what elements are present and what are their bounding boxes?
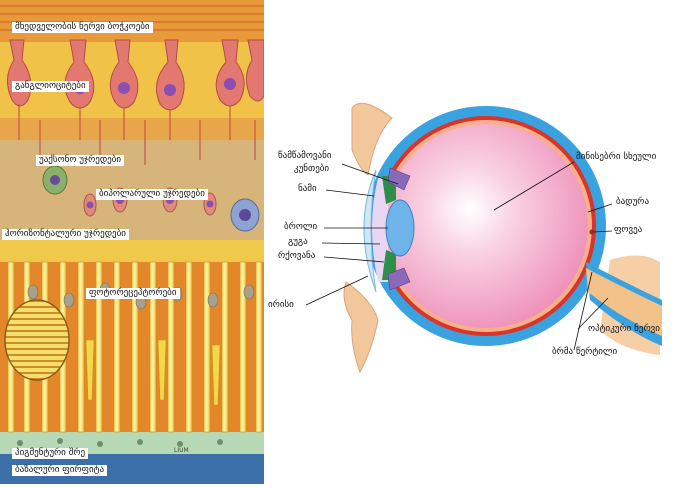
- lower-eyelid: [343, 281, 379, 374]
- label-amacrine-cells: უაქსონო უჯრედები: [36, 155, 125, 166]
- eyeball-diagram: წამწამოვანი კუნთები ნამი ბროლი გუგა რქოვ…: [264, 0, 680, 484]
- label-vitreous: მინისებრი სხეული: [576, 152, 657, 162]
- label-pupil: ბროლი: [284, 222, 318, 232]
- ganglion-cell: [155, 39, 185, 111]
- label-leader-lines: [305, 161, 613, 351]
- optic-nerve: [586, 268, 662, 336]
- cone-magnified-inset: [4, 299, 70, 381]
- upper-eyelid: [351, 102, 393, 176]
- retina-illustration: LIUM მხედველობის ნერვი ბოჭკოები განგლიოც…: [0, 0, 265, 484]
- leader-retina: [587, 203, 613, 213]
- label-retina: ბადურა: [616, 197, 650, 207]
- nerve-fiber-layer: [0, 0, 264, 42]
- leader-vitreous: [493, 161, 575, 211]
- label-ganglion-cells: განგლიოციტები: [12, 81, 89, 92]
- eye-drawing: [343, 102, 662, 374]
- retina-drawing: LIUM: [0, 0, 265, 484]
- leader-iris-colored: [323, 256, 385, 263]
- label-pigment-layer: პიგმენტური შრე: [12, 448, 89, 459]
- dendrite-strands: [18, 104, 256, 165]
- label-photoreceptors: ფოტორეცეპტორები: [86, 288, 180, 299]
- label-ciliary-line1: წამწამოვანი: [278, 151, 332, 161]
- leader-iris: [305, 275, 369, 306]
- label-iris: ირისი: [268, 300, 294, 310]
- inner-plexiform: [0, 118, 264, 140]
- leader-optic-nerve: [577, 297, 609, 330]
- leader-fovea: [593, 230, 613, 233]
- pigment-granules: [17, 438, 223, 447]
- photoreceptor-cones: [85, 339, 221, 406]
- leader-cornea: [325, 189, 375, 197]
- ganglion-cell: [215, 39, 245, 107]
- ganglion-cell: [109, 39, 139, 109]
- label-fovea: ფოვეა: [614, 225, 643, 235]
- leader-ciliary: [341, 163, 399, 185]
- label-lens: გუგა: [288, 237, 308, 247]
- label-ciliary-line2: კუნთები: [294, 164, 330, 174]
- label-nerve-fibers: მხედველობის ნერვი ბოჭკოები: [12, 22, 153, 33]
- label-bipolar-cells: ბიპოლარული უჯრედები: [96, 189, 208, 200]
- horizontal-cell: [230, 198, 260, 232]
- label-basal-lamina: ბაზალური ფირფიტა: [12, 465, 108, 476]
- label-blind-spot: ბრმა წერტილი: [552, 347, 618, 357]
- label-horizontal-cells: ჰორიზონტალური უჯრედები: [2, 229, 129, 240]
- leader-blind-spot: [573, 271, 593, 351]
- embedded-text: LIUM: [174, 447, 189, 454]
- vitreous-body: [384, 124, 588, 328]
- label-iris-colored: რქოვანა: [278, 251, 316, 261]
- ganglion-cell: [246, 39, 265, 102]
- anterior-chamber: [372, 178, 388, 282]
- leader-lens: [321, 242, 381, 245]
- outer-plexiform: [0, 240, 264, 262]
- ciliary-body: [387, 167, 411, 291]
- fovea-spot: [589, 229, 595, 235]
- label-cornea: ნამი: [298, 184, 317, 194]
- label-optic-nerve: ოპტიკური ნერვი: [588, 324, 660, 334]
- cornea: [363, 169, 377, 293]
